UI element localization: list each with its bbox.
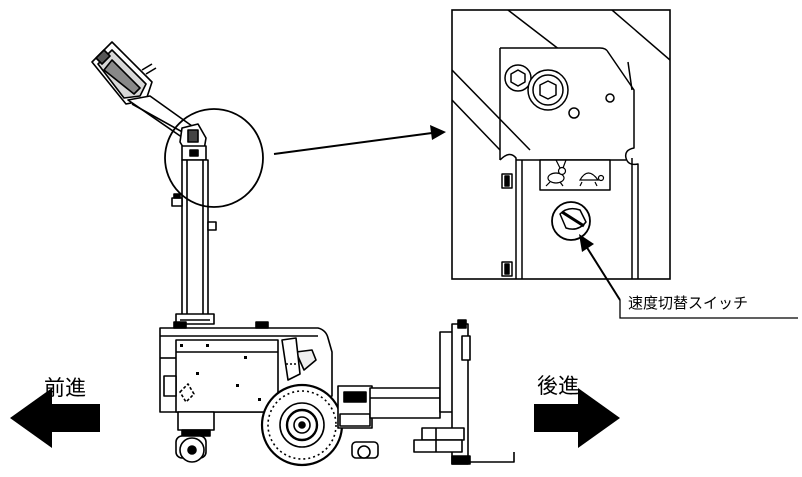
turtle-icon xyxy=(578,172,605,187)
callout-arrowhead xyxy=(430,125,446,140)
forward-label: 前進 xyxy=(44,376,86,400)
forward-arrow-icon xyxy=(10,388,100,448)
detail-inset xyxy=(451,9,671,280)
handle-joint xyxy=(179,123,207,161)
tug-machine xyxy=(91,41,515,467)
zoom-callout xyxy=(164,108,446,208)
reverse-label: 後進 xyxy=(537,374,579,398)
hex-bolt-large xyxy=(527,69,569,111)
steering-column xyxy=(171,159,217,325)
callout-circle xyxy=(164,108,264,208)
caster-wheel xyxy=(175,411,215,463)
hex-bolt-small xyxy=(504,64,532,92)
switch-pointer xyxy=(579,234,798,319)
rear-coupler-arm xyxy=(337,319,515,465)
speed-switch-label: 速度切替スイッチ xyxy=(628,294,749,312)
drive-wheel xyxy=(260,383,344,467)
control-handle xyxy=(91,41,193,141)
reverse-arrow-icon xyxy=(534,388,620,448)
rabbit-icon xyxy=(545,159,567,187)
callout-arrow xyxy=(273,132,433,155)
speed-switch-knob xyxy=(551,201,591,241)
